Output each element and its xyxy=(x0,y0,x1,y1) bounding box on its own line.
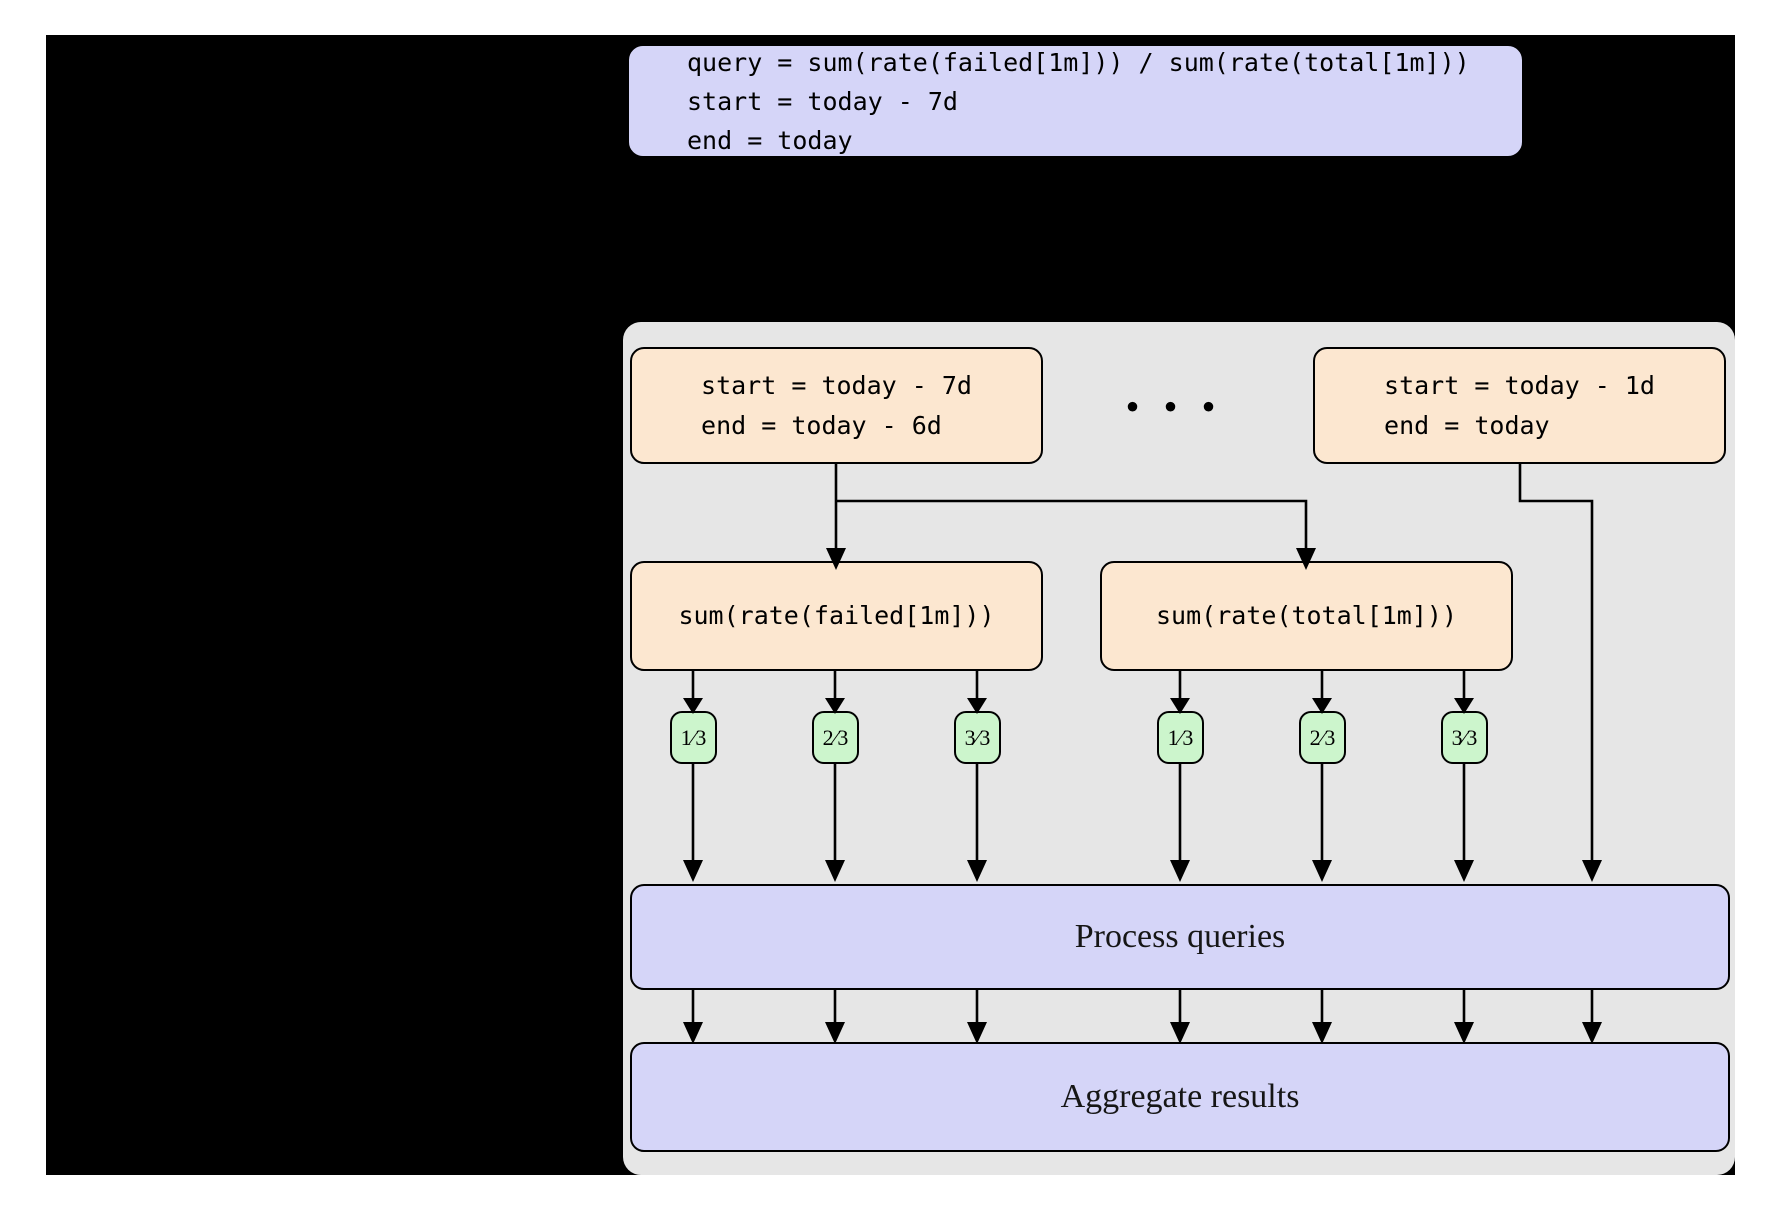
aggregate-results-box: Aggregate results xyxy=(630,1042,1730,1152)
page-badge-failed-3: 3⁄3 xyxy=(954,711,1001,764)
metric-subquery-failed-label: sum(rate(failed[1m])) xyxy=(678,601,995,630)
metric-subquery-total-label: sum(rate(total[1m])) xyxy=(1155,601,1458,630)
process-queries-label: Process queries xyxy=(1074,918,1286,955)
page-badge-total-2: 2⁄3 xyxy=(1299,711,1346,764)
time-window-first-box: start = today - 7d end = today - 6d xyxy=(630,347,1043,464)
time-window-first-text: start = today - 7d end = today - 6d xyxy=(701,370,972,440)
page-badge-total-1: 1⁄3 xyxy=(1157,711,1204,764)
metric-subquery-total-box: sum(rate(total[1m])) xyxy=(1100,561,1513,671)
time-window-last-text: start = today - 1d end = today xyxy=(1384,370,1655,440)
page-badge-total-3: 3⁄3 xyxy=(1441,711,1488,764)
query-specification-text: query = sum(rate(failed[1m])) / sum(rate… xyxy=(687,47,1470,155)
page-badge-failed-2: 2⁄3 xyxy=(812,711,859,764)
aggregate-results-label: Aggregate results xyxy=(1060,1078,1300,1115)
metric-subquery-failed-box: sum(rate(failed[1m])) xyxy=(630,561,1043,671)
query-specification-box: query = sum(rate(failed[1m])) / sum(rate… xyxy=(627,44,1524,158)
process-queries-box: Process queries xyxy=(630,884,1730,990)
time-window-last-box: start = today - 1d end = today xyxy=(1313,347,1726,464)
page-badge-failed-1: 1⁄3 xyxy=(670,711,717,764)
shard-ellipsis: • • • xyxy=(1125,383,1223,429)
